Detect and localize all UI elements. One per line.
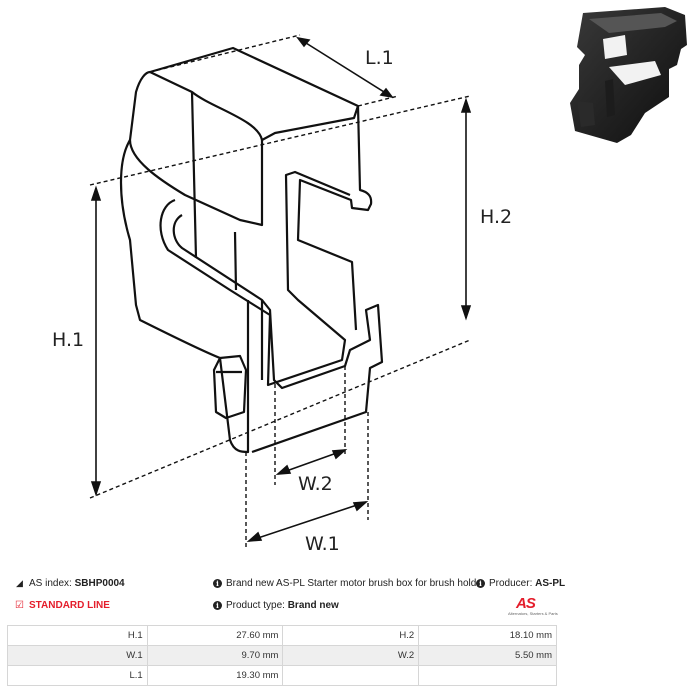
spec-key: W.2: [282, 645, 420, 666]
product-type-value: Brand new: [287, 600, 339, 611]
spec-value: 5.50 mm: [418, 645, 557, 666]
part-left-side: [119, 139, 250, 454]
product-type-row: i Product type: Brand new: [213, 600, 339, 611]
table-row: H.1 27.60 mm H.2 18.10 mm: [7, 625, 557, 646]
spec-value: [418, 665, 557, 686]
spec-value: 9.70 mm: [146, 645, 284, 666]
spec-value: 27.60 mm: [146, 625, 284, 646]
info-icon: i: [213, 579, 222, 588]
part-lower-body: [251, 299, 384, 454]
part-side-tab: [212, 354, 248, 420]
line-row: ☑ STANDARD LINE: [14, 600, 110, 611]
spec-key: L.1: [7, 665, 148, 686]
part-right-upper: [296, 105, 373, 331]
logo-tagline: Alternators, Starters & Parts: [508, 611, 558, 616]
spec-key: [282, 665, 420, 686]
technical-drawing: L.1 H.1 H.2 W.2 W.1: [52, 34, 512, 555]
tag-icon: ◢: [16, 578, 23, 588]
as-pl-logo: AS Alternators, Starters & Parts: [508, 595, 563, 619]
producer-value: AS-PL: [535, 578, 566, 589]
standard-line-label: STANDARD LINE: [29, 600, 110, 611]
info-icon: i: [213, 601, 222, 610]
label-h2: H.2: [480, 206, 512, 228]
product-type-label: Product type:: [226, 600, 285, 611]
label-l1: L.1: [365, 47, 394, 69]
product-info: ◢ AS index: SBHP0004 i Brand new AS-PL S…: [0, 570, 689, 620]
table-row: L.1 19.30 mm: [7, 665, 557, 686]
product-description: Brand new AS-PL Starter motor brush box …: [226, 578, 476, 589]
part-upper-hook: [128, 70, 264, 227]
spec-key: H.2: [282, 625, 420, 646]
logo-mark: AS: [516, 595, 536, 612]
as-index-label: AS index:: [29, 578, 72, 589]
table-row: W.1 9.70 mm W.2 5.50 mm: [7, 645, 557, 666]
checkbox-icon: ☑: [15, 600, 24, 611]
part-inner-slot-2: [172, 214, 264, 380]
product-photo: [570, 7, 687, 143]
producer-label: Producer:: [489, 578, 533, 589]
description-row: i Brand new AS-PL Starter motor brush bo…: [213, 578, 565, 589]
label-h1: H.1: [52, 329, 84, 351]
spec-key: H.1: [7, 625, 148, 646]
specs-table: H.1 27.60 mm H.2 18.10 mm W.1 9.70 mm W.…: [7, 625, 557, 686]
info-icon: i: [476, 579, 485, 588]
spec-key: W.1: [7, 645, 148, 666]
as-index-row: ◢ AS index: SBHP0004: [14, 578, 125, 589]
label-w1: W.1: [305, 533, 340, 555]
spec-value: 19.30 mm: [146, 665, 284, 686]
spec-value: 18.10 mm: [418, 625, 557, 646]
part-inner-slot: [159, 170, 351, 387]
label-w2: W.2: [298, 473, 333, 495]
as-index-value: SBHP0004: [74, 578, 125, 589]
part-top-face: [148, 46, 360, 142]
